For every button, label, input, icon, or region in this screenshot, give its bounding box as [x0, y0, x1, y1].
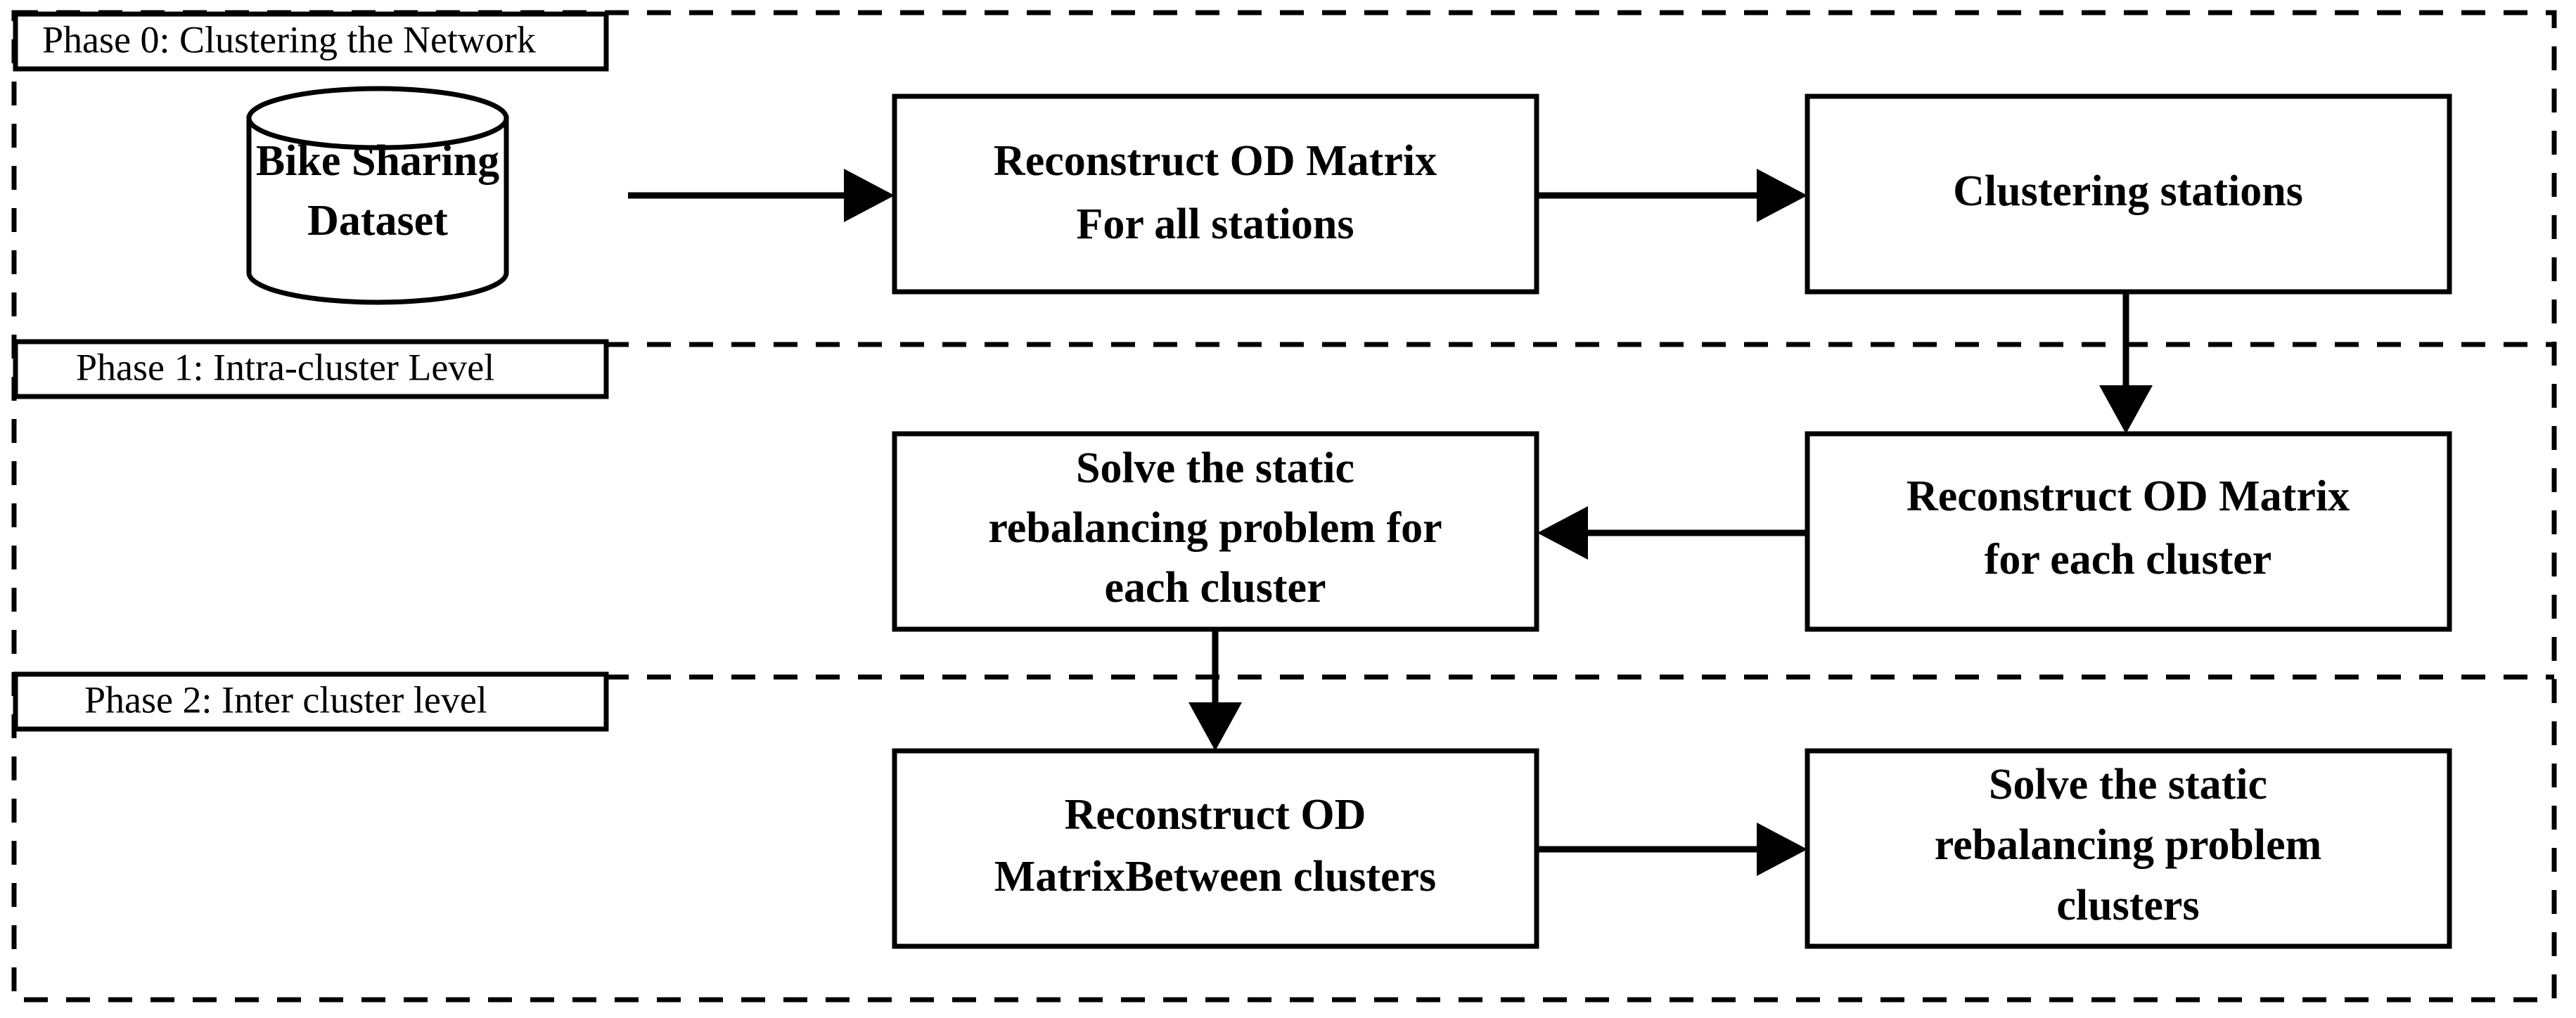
node-box [892, 431, 1539, 632]
phase-1-label-box [13, 339, 609, 399]
phase-0-label-box [13, 11, 609, 72]
edge-od-between-to-solve-clusters [1537, 823, 1807, 876]
node-label-line-1: Reconstruct OD [1065, 791, 1366, 839]
node-label-line-1: Solve the static [1989, 761, 2267, 808]
arrow-head-down [1188, 702, 1242, 751]
node-box [892, 94, 1539, 295]
node-box [1805, 431, 2452, 632]
node-label-line-1: Reconstruct OD Matrix [1907, 472, 2350, 520]
cylinder-top [246, 86, 509, 150]
node-label-line-1: Reconstruct OD Matrix [994, 137, 1437, 185]
edge-dataset-to-od-all [628, 169, 895, 222]
arrow-head-right [1757, 823, 1807, 876]
phase-0-label: Phase 0: Clustering the Network [42, 18, 536, 60]
phase-2-label-box [13, 671, 609, 732]
arrow-head-down [2099, 385, 2153, 434]
node-label-line-1: Clustering stations [1953, 167, 2303, 215]
phase-2-label: Phase 2: Inter cluster level [84, 678, 487, 721]
edge-clustering-to-od-each [2099, 292, 2153, 434]
node-reconstruct-od-matrix-all-stations[interactable]: Reconstruct OD Matrix For all stations [892, 94, 1539, 295]
node-label-line-2: Dataset [307, 197, 448, 245]
node-label-line-2: For all stations [1077, 200, 1354, 248]
node-label-line-2: rebalancing problem for [988, 504, 1442, 552]
arrow-head-right [844, 169, 895, 222]
node-reconstruct-od-matrix-between-clusters[interactable]: Reconstruct OD MatrixBetween clusters [892, 748, 1539, 949]
edge-od-each-to-solve-each [1537, 506, 1807, 560]
node-reconstruct-od-matrix-each-cluster[interactable]: Reconstruct OD Matrix for each cluster [1805, 431, 2452, 632]
node-label-line-1: Bike Sharing [256, 137, 499, 185]
node-label-line-3: each cluster [1104, 564, 1326, 612]
node-box [892, 748, 1539, 949]
node-label-line-2: rebalancing problem [1935, 821, 2322, 869]
cylinder-body [246, 115, 509, 305]
node-box [1805, 94, 2452, 295]
node-solve-static-rebalancing-each-cluster[interactable]: Solve the static rebalancing problem for… [892, 431, 1539, 632]
arrow-head-right [1757, 169, 1807, 222]
node-label-line-2: for each cluster [1985, 536, 2272, 584]
node-bike-sharing-dataset[interactable]: Bike Sharing Dataset [246, 86, 509, 305]
node-box [1805, 748, 2452, 949]
node-label-line-1: Solve the static [1076, 444, 1354, 492]
node-label-line-2: MatrixBetween clusters [994, 853, 1436, 901]
node-label-line-3: clusters [2056, 882, 2199, 929]
phase-1-label: Phase 1: Intra-cluster Level [76, 346, 494, 388]
edge-od-all-to-clustering [1537, 169, 1807, 222]
node-clustering-stations[interactable]: Clustering stations [1805, 94, 2452, 295]
arrow-head-left [1537, 506, 1588, 560]
edge-solve-each-to-od-between [1188, 629, 1242, 751]
node-solve-static-rebalancing-clusters[interactable]: Solve the static rebalancing problem clu… [1805, 748, 2452, 949]
phase-outer-border [11, 10, 2557, 1003]
